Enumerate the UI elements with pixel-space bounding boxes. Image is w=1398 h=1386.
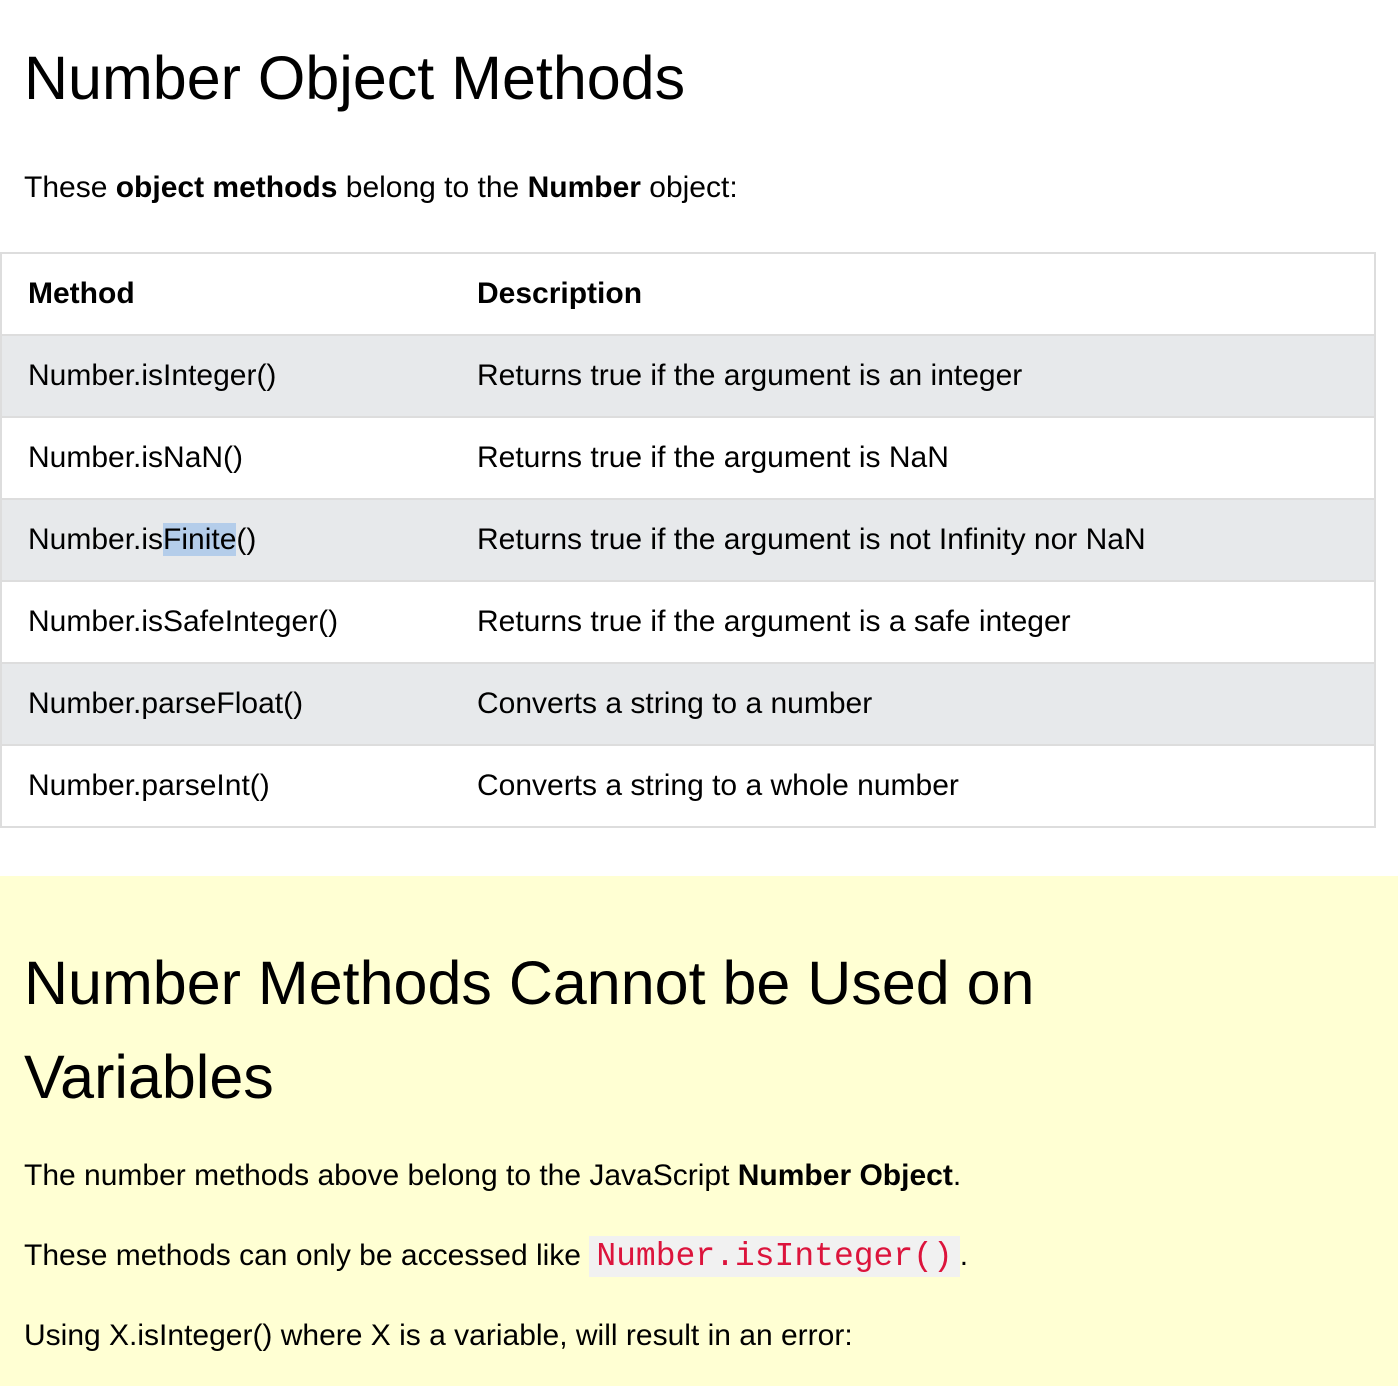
p1-bold-number-object: Number Object xyxy=(737,1159,953,1192)
inline-code: Number.isInteger() xyxy=(589,1236,960,1277)
method-cell: Number.parseInt() xyxy=(1,745,451,828)
p1-text-suffix: . xyxy=(952,1159,962,1192)
description-cell: Returns true if the argument is an integ… xyxy=(451,335,1375,418)
methods-table: Method Description Number.isInteger() Re… xyxy=(0,252,1376,828)
note-panel: Number Methods Cannot be Used on Variabl… xyxy=(0,876,1398,1386)
note-paragraph-3: Using X.isInteger() where X is a variabl… xyxy=(24,1319,853,1352)
table-row: Number.isNaN() Returns true if the argum… xyxy=(1,417,1375,500)
table-row: Number.isFinite() Returns true if the ar… xyxy=(1,499,1375,582)
header-description: Description xyxy=(451,253,1375,336)
p2-text-prefix: These methods can only be accessed like xyxy=(24,1239,590,1272)
description-cell: Returns true if the argument is a safe i… xyxy=(451,581,1375,664)
table-header-row: Method Description xyxy=(1,253,1375,336)
table-row: Number.isInteger() Returns true if the a… xyxy=(1,335,1375,418)
method-text-prefix: Number.is xyxy=(28,523,164,556)
header-method: Method xyxy=(1,253,451,336)
description-cell: Converts a string to a number xyxy=(451,663,1375,746)
table-row: Number.parseInt() Converts a string to a… xyxy=(1,745,1375,828)
method-cell: Number.isSafeInteger() xyxy=(1,581,451,664)
table-row: Number.isSafeInteger() Returns true if t… xyxy=(1,581,1375,664)
description-cell: Converts a string to a whole number xyxy=(451,745,1375,828)
page-title: Number Object Methods xyxy=(24,44,686,112)
intro-text-suffix: object: xyxy=(640,171,738,204)
method-cell: Number.isInteger() xyxy=(1,335,451,418)
note-paragraph-1: The number methods above belong to the J… xyxy=(24,1156,961,1196)
description-cell: Returns true if the argument is not Infi… xyxy=(451,499,1375,582)
intro-bold-object-methods: object methods xyxy=(115,171,338,204)
method-text-suffix: () xyxy=(236,523,257,556)
note-title: Number Methods Cannot be Used on Variabl… xyxy=(24,949,1035,1111)
method-cell: Number.isFinite() xyxy=(1,499,451,582)
intro-text-prefix: These xyxy=(24,171,116,204)
method-cell: Number.isNaN() xyxy=(1,417,451,500)
table-row: Number.parseFloat() Converts a string to… xyxy=(1,663,1375,746)
intro-paragraph: These object methods belong to the Numbe… xyxy=(24,168,738,208)
intro-text-middle: belong to the xyxy=(337,171,528,204)
description-cell: Returns true if the argument is NaN xyxy=(451,417,1375,500)
text-selection: Finite xyxy=(163,523,237,556)
note-paragraph-2: These methods can only be accessed like … xyxy=(24,1236,968,1277)
method-cell: Number.parseFloat() xyxy=(1,663,451,746)
intro-bold-number: Number xyxy=(527,171,641,204)
p1-text-prefix: The number methods above belong to the J… xyxy=(24,1159,738,1192)
p2-text-suffix: . xyxy=(959,1239,969,1272)
